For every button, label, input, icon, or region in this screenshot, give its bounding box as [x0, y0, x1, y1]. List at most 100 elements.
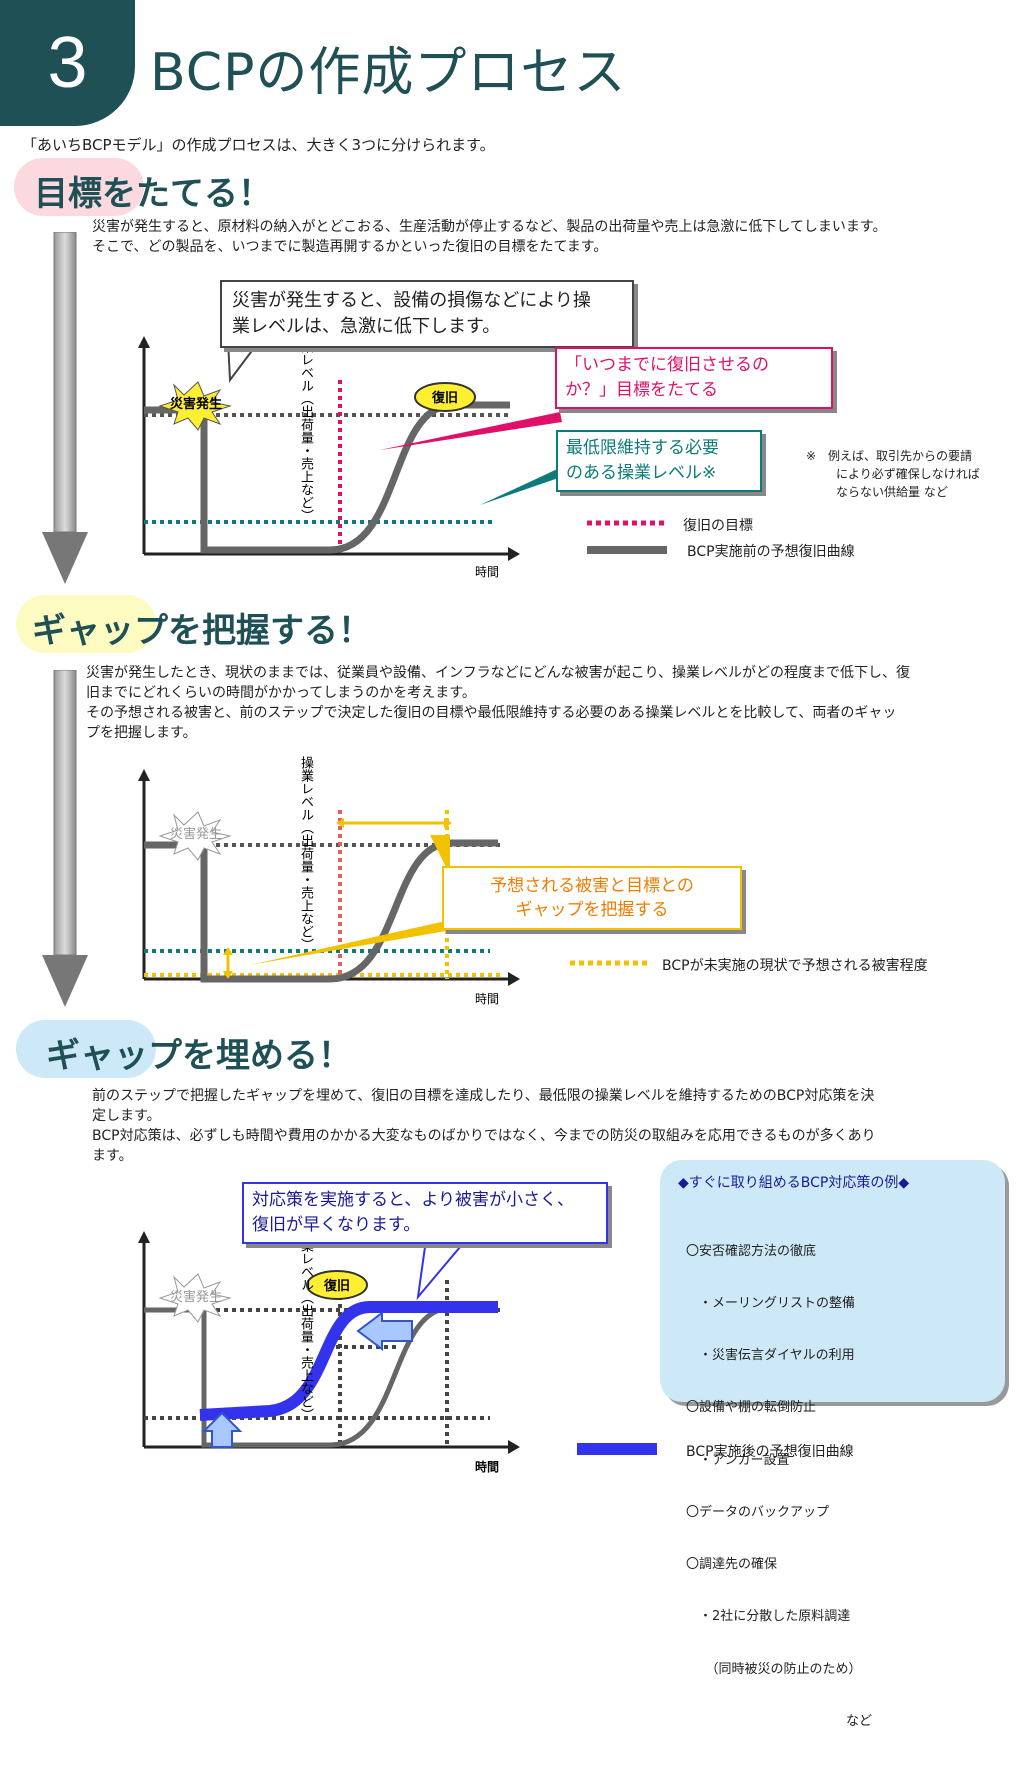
time-gap-arrowhead-left — [336, 818, 344, 828]
callout-line: 災害が発生すると、設備の損傷などにより操 — [232, 290, 591, 311]
x-axis-arrow — [508, 547, 520, 561]
min-callout-pointer — [480, 465, 570, 505]
example-item: （同時被災の防止のため） — [686, 1661, 862, 1677]
recovery-label: 復旧 — [431, 390, 458, 406]
example-item: 〇設備や棚の転倒防止 — [686, 1400, 817, 1416]
x-axis-arrow — [508, 972, 520, 986]
y-axis-arrow — [138, 769, 150, 781]
recovery-curve-before-bcp — [144, 1305, 498, 1448]
callout-pointer — [416, 1246, 463, 1301]
step1-para-line: 災害が発生すると、原材料の納入がとどこおる、生産活動が停止するなど、製品の出荷量… — [92, 219, 887, 235]
step2-para-line: プを把握します。 — [86, 725, 197, 741]
step1-para-line: そこで、どの製品を、いつまでに製造再開するかといった復旧の目標をたてます。 — [92, 239, 608, 255]
step2-paragraph: 災害が発生したとき、現状のままでは、従業員や設備、インフラなどにどんな被害が起こ… — [86, 663, 1011, 743]
section-number: 3 — [47, 23, 88, 103]
recovery-curve-after-bcp — [199, 1301, 498, 1421]
step1-title-bubble — [14, 158, 144, 216]
step-arrow-2 — [42, 670, 88, 1007]
step3-para-line: ます。 — [92, 1148, 133, 1164]
step-arrow-1 — [42, 232, 88, 584]
step3-title: ギャップを埋める！ — [46, 1036, 352, 1076]
step2-para-line: その予想される被害と、前のステップで決定した復旧の目標や最低限維持する必要のある… — [86, 705, 897, 721]
recovery-curve-before-bcp — [144, 401, 510, 554]
disaster-burst-icon — [158, 381, 232, 431]
step2-para-line: 災害が発生したとき、現状のままでは、従業員や設備、インフラなどにどんな被害が起こ… — [86, 665, 911, 681]
example-item: ・災害伝言ダイヤルの利用 — [686, 1348, 855, 1364]
step1-min-callout: 最低限維持する必要 のある操業レベル※ — [556, 430, 762, 492]
disaster-burst-icon — [158, 811, 232, 861]
step1-legend-swatches — [587, 520, 667, 554]
step3-title-bubble — [16, 1020, 156, 1078]
callout-line: 予想される被害と目標との — [490, 876, 694, 896]
step1-paragraph: 災害が発生すると、原材料の納入がとどこおる、生産活動が停止するなど、製品の出荷量… — [92, 217, 1012, 257]
note-line: により必ず確保しなければ — [836, 467, 980, 481]
step2-legend-label: BCPが未実施の現状で予想される被害程度 — [662, 958, 928, 974]
example-item: 〇調達先の確保 — [686, 1557, 778, 1573]
x-axis-label: 時間 — [475, 1459, 499, 1474]
recovery-label: 復旧 — [323, 1278, 350, 1294]
step2-chart: 災害発生 操業レベル（出荷量・売上など） 時間 — [118, 755, 520, 1006]
y-axis-label: 操業レベル（出荷量・売上など） — [118, 1225, 314, 1412]
callout-line: 「いつまでに復旧させるの — [565, 355, 769, 375]
step2-legend-swatch — [570, 960, 650, 966]
step1-note: ※ 例えば、取引先からの要請 により必ず確保しなければ ならない供給量 など — [806, 447, 980, 501]
page-title: BCPの作成プロセス — [150, 43, 627, 103]
example-item: など — [846, 1713, 873, 1729]
examples-title: ◆すぐに取り組めるBCP対応策の例◆ — [678, 1175, 910, 1191]
target-callout-pointer — [380, 412, 562, 450]
example-item: ・メーリングリストの整備 — [686, 1296, 856, 1312]
callout-line: 復旧が早くなります。 — [252, 1215, 421, 1235]
example-item: ・2社に分散した原料調達 — [686, 1609, 851, 1625]
callout-line: 最低限維持する必要 — [566, 438, 719, 458]
legend-target-label: 復旧の目標 — [683, 518, 753, 534]
callout-line: 対応策を実施すると、より被害が小さく、 — [252, 1190, 574, 1210]
disaster-label: 災害発生 — [170, 396, 222, 412]
examples-list: 〇安否確認方法の徹底 ・メーリングリストの整備 ・災害伝言ダイヤルの利用 〇設備… — [686, 1208, 872, 1765]
step2-para-line: 旧までにどれくらいの時間がかかってしまうのかを考えます。 — [86, 685, 476, 701]
disaster-burst-icon — [158, 1273, 232, 1323]
step1-main-callout: 災害が発生すると、設備の損傷などにより操 業レベルは、急激に低下します。 — [220, 280, 634, 348]
intro-text: 「あいちBCPモデル」の作成プロセスは、大きく3つに分けられます。 — [22, 136, 495, 154]
level-gap-arrowhead-up — [223, 947, 233, 955]
x-axis-label: 時間 — [475, 992, 499, 1006]
step3-callout: 対応策を実施すると、より被害が小さく、 復旧が早くなります。 — [242, 1182, 608, 1244]
x-axis-label: 時間 — [475, 565, 499, 579]
step1-chart: 災害発生 復旧 操業レベル（出荷量・売上など） 時間 — [118, 326, 570, 579]
step2-gap-callout: 予想される被害と目標との ギャップを把握する — [442, 866, 742, 930]
time-gap-arrowhead-right — [444, 818, 452, 828]
callout-line: か？」目標をたてる — [565, 380, 718, 400]
callout-line: ギャップを把握する — [515, 900, 669, 920]
recovery-badge — [306, 1270, 368, 1300]
level-gap-arrowhead-down — [223, 971, 233, 979]
example-item: ・アンカー設置 — [686, 1452, 790, 1468]
step3-chart: 災害発生 復旧 操業レベル（出荷量・売上など） 時間 — [118, 1225, 520, 1474]
disaster-label: 災害発生 — [170, 826, 222, 842]
step3-legend-swatch — [577, 1443, 657, 1455]
step2-title: ギャップを把握する！ — [32, 611, 372, 651]
step1-target-callout: 「いつまでに復旧させるの か？」目標をたてる — [555, 347, 833, 409]
step3-para-line: 定します。 — [92, 1108, 161, 1124]
section-number-badge: 3 — [0, 0, 135, 126]
callout-line: 業レベルは、急激に低下します。 — [232, 316, 501, 337]
note-line: ならない供給量 など — [836, 485, 948, 499]
example-item: 〇データのバックアップ — [686, 1504, 830, 1520]
recovery-badge — [414, 382, 476, 412]
bcp-examples-box: ◆すぐに取り組めるBCP対応策の例◆ 〇安否確認方法の徹底 ・メーリングリストの… — [660, 1160, 1005, 1729]
callout-pointer-bottom — [250, 920, 452, 965]
y-axis-arrow — [138, 336, 150, 348]
y-axis-arrow — [138, 1231, 150, 1243]
step3-para-line: 前のステップで把握したギャップを埋めて、復旧の目標を達成したり、最低限の操業レベ… — [92, 1088, 875, 1104]
note-line: ※ 例えば、取引先からの要請 — [806, 449, 973, 463]
callout-line: のある操業レベル※ — [566, 463, 717, 483]
x-axis-arrow — [508, 1440, 520, 1454]
step1-title: 目標をたてる！ — [34, 174, 272, 214]
callout-pointer-top — [430, 835, 450, 875]
step2-title-bubble — [16, 595, 156, 653]
improvement-arrow-left — [356, 1311, 413, 1351]
step3-paragraph: 前のステップで把握したギャップを埋めて、復旧の目標を達成したり、最低限の操業レベ… — [92, 1086, 1012, 1166]
legend-curve-label: BCP実施前の予想復旧曲線 — [687, 544, 855, 560]
recovery-curve-current — [144, 839, 498, 983]
disaster-label: 災害発生 — [170, 1289, 222, 1305]
step3-para-line: BCP対応策は、必ずしも時間や費用のかかる大変なものばかりではなく、今までの防災… — [92, 1128, 876, 1144]
step3-legend-label: BCP実施後の予想復旧曲線 — [686, 1444, 854, 1460]
